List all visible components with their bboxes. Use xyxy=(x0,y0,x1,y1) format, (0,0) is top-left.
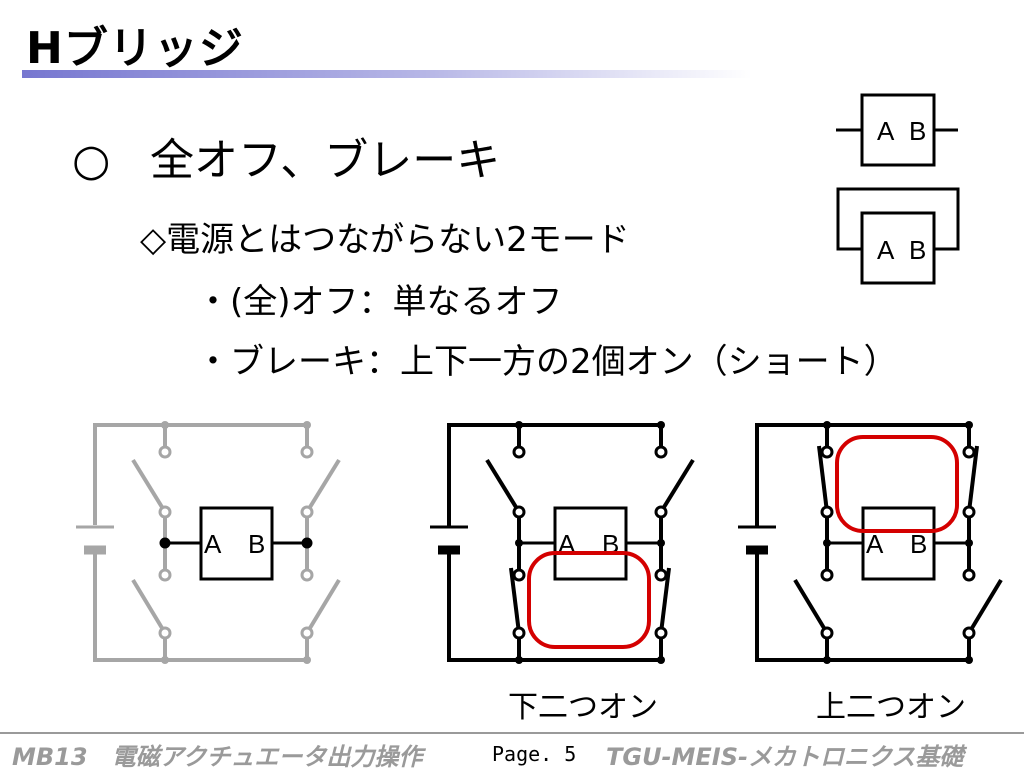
motor-label-a: A xyxy=(877,116,895,146)
caption-lower-on: 下二つオン xyxy=(508,690,658,725)
footer-divider xyxy=(0,732,1024,734)
circuit-upper-on: A B xyxy=(738,421,1003,664)
item-brake: ・ブレーキ：上下一方の2個オン（ショート） xyxy=(196,342,898,382)
motor-symbol-shorted: A B xyxy=(836,187,960,285)
circle-bullet-icon: ○ xyxy=(72,135,111,186)
footer-course: MB13 電磁アクチュエータ出力操作 xyxy=(12,743,423,771)
footer-department: TGU-MEIS-メカトロニクス基礎 xyxy=(606,743,964,771)
circuit-all-off-motor: A B xyxy=(159,506,313,581)
motor-symbol-open: A B xyxy=(836,93,958,167)
slide-title: Hブリッジ xyxy=(26,23,244,74)
title-underline xyxy=(22,70,752,78)
circuit-all-off xyxy=(76,421,341,664)
caption-upper-on: 上二つオン xyxy=(816,690,966,725)
motor-label-a: A xyxy=(877,235,895,265)
item-off: ・(全)オフ：単なるオフ xyxy=(196,282,563,322)
circuit-lower-on: A B xyxy=(430,421,695,664)
main-bullet: ○ 全オフ、ブレーキ xyxy=(72,124,500,188)
sub-bullet: ◇電源とはつながらない2モード xyxy=(140,220,630,260)
motor-label-a: A xyxy=(204,529,222,559)
main-bullet-text: 全オフ、ブレーキ xyxy=(150,135,501,186)
footer-page-number: Page. 5 xyxy=(492,742,577,766)
motor-label-b: B xyxy=(248,529,265,559)
short-loop-highlight xyxy=(527,551,651,649)
motor-label-a: A xyxy=(866,529,884,559)
motor-label-b: B xyxy=(910,529,927,559)
short-loop-highlight xyxy=(835,435,959,533)
motor-label-b: B xyxy=(909,116,926,146)
motor-label-b: B xyxy=(909,235,926,265)
